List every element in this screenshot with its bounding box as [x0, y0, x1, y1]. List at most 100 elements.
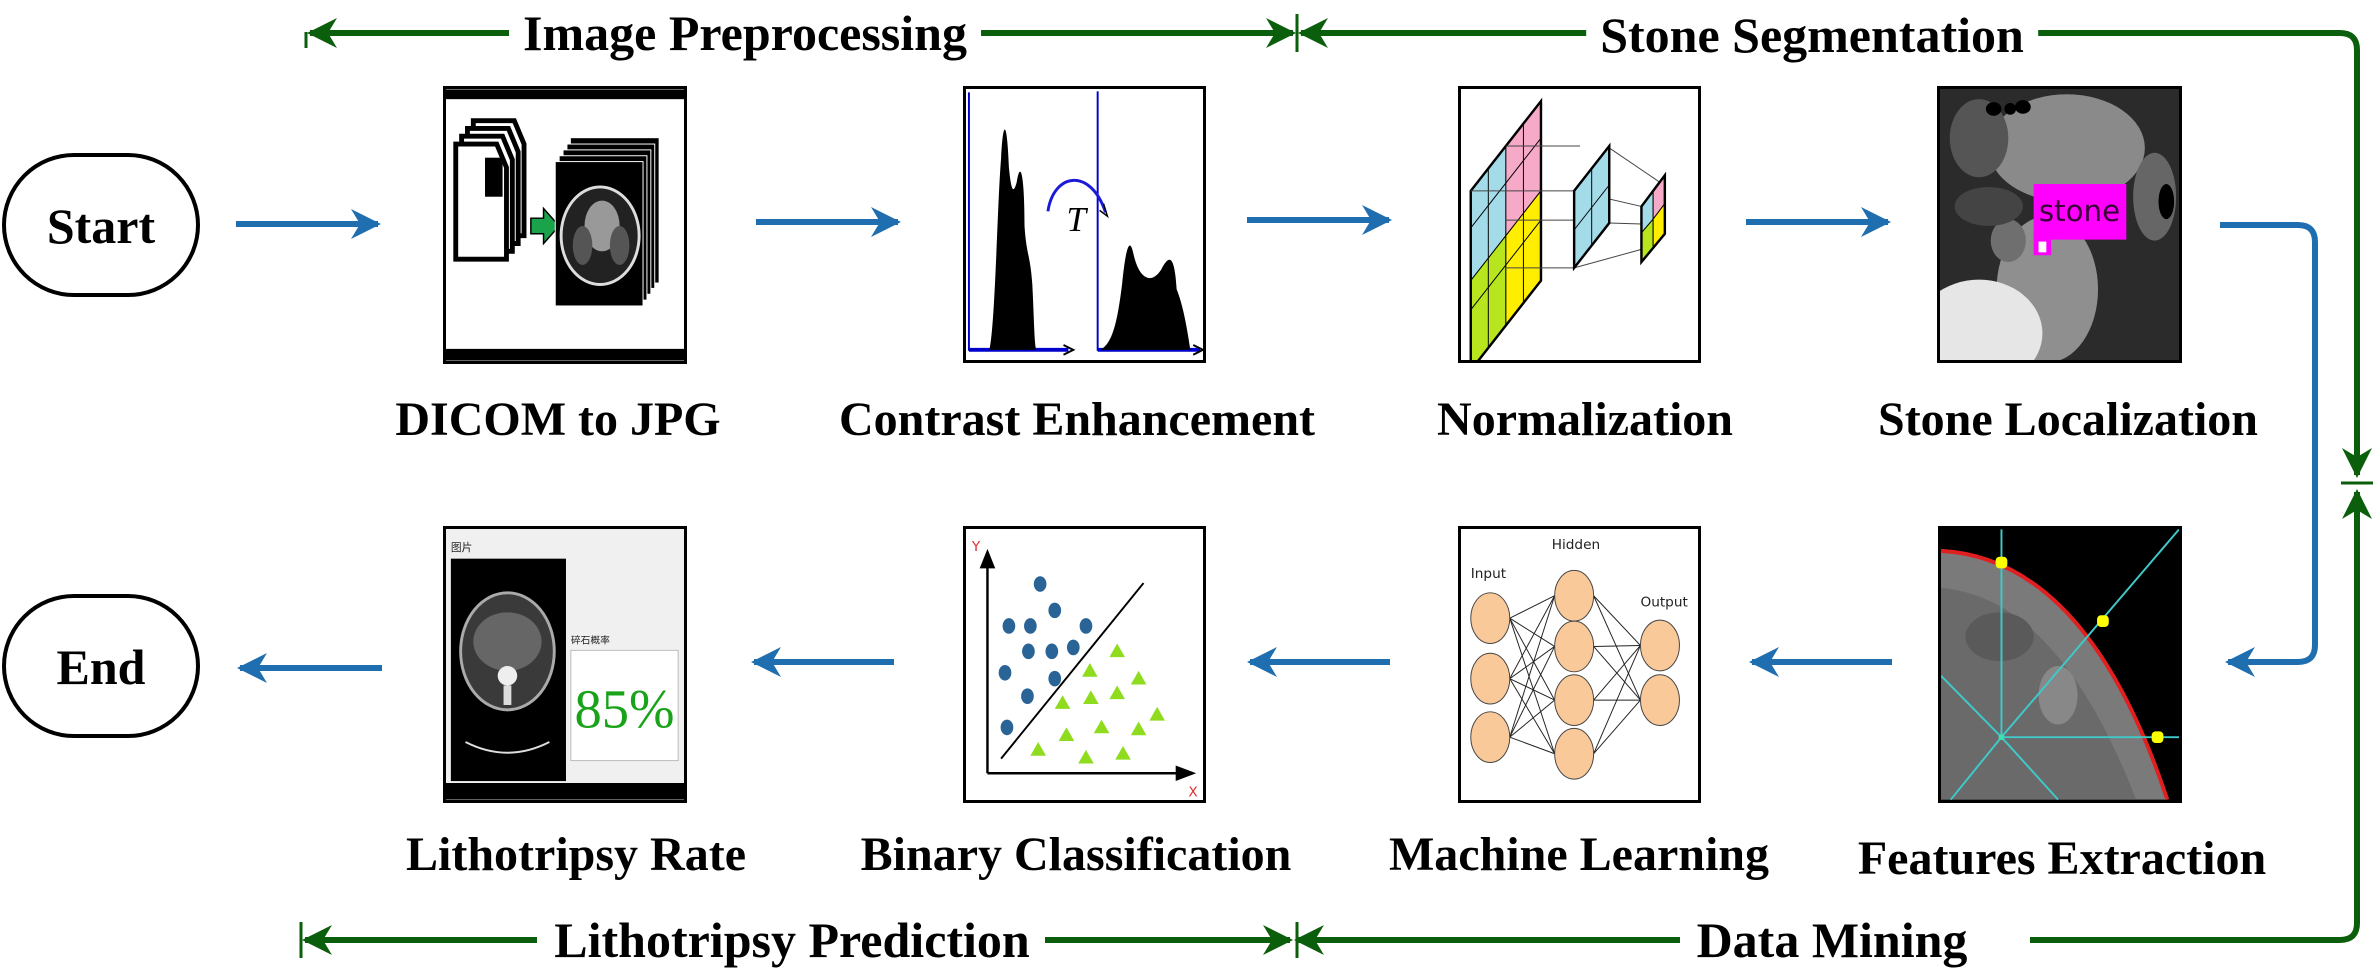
class-a-point — [1000, 719, 1014, 736]
dicom-conversion-illustration — [446, 89, 684, 361]
dicom-file-stack-icon — [453, 118, 527, 262]
stone-tag-box — [2033, 184, 2127, 240]
convert-arrow-icon — [530, 206, 561, 246]
class-a-point — [1002, 618, 1016, 634]
output-node — [1639, 674, 1680, 726]
y-axis-label: Y — [971, 539, 981, 555]
hidden-node — [1554, 569, 1595, 622]
input-node — [1470, 592, 1511, 645]
class-a-point — [1066, 639, 1080, 656]
result-label: 碎石概率 — [571, 634, 610, 647]
class-b-point — [1082, 663, 1098, 677]
feature-point — [2097, 615, 2109, 627]
end-label: End — [56, 639, 146, 695]
class-b-point — [1130, 670, 1147, 685]
class-a-point — [1022, 643, 1035, 660]
nn-edge — [1509, 699, 1555, 738]
nn-edge — [1593, 645, 1641, 701]
class-a-point — [1048, 670, 1062, 687]
transform-symbol: T — [1066, 200, 1088, 239]
step-label-machine-learning: Machine Learning — [1389, 828, 1769, 881]
nn-edge — [1509, 617, 1555, 647]
class-a-point — [1021, 688, 1034, 704]
nn-edge — [1509, 595, 1555, 619]
large-grid-layer — [1469, 97, 1543, 360]
step-label-binary-classification: Binary Classification — [860, 828, 1292, 881]
phase-label-lithotripsy-prediction: Lithotripsy Prediction — [540, 915, 1044, 965]
phase-line-top — [299, 14, 2373, 958]
nn-edge — [1509, 678, 1556, 754]
nn-edge — [1593, 645, 1641, 754]
step-label-normalization: Normalization — [1437, 393, 1733, 446]
stone-marker — [2038, 241, 2047, 253]
hidden-node — [1554, 727, 1595, 780]
class-a-point — [998, 664, 1012, 681]
binary-classification-panel: Y X — [963, 526, 1206, 803]
machine-learning-panel: Input Hidden Output — [1458, 526, 1701, 803]
nn-edge — [1509, 646, 1555, 680]
output-node — [1639, 619, 1680, 672]
nn-edge — [1509, 736, 1555, 755]
phase-label-stone-segmentation: Stone Segmentation — [1586, 10, 2038, 60]
nn-edge — [1509, 595, 1556, 738]
phase-label-image-preprocessing: Image Preprocessing — [509, 8, 981, 58]
hidden-node — [1554, 620, 1595, 673]
class-a-point — [1045, 643, 1059, 660]
nn-edge — [1593, 595, 1641, 701]
normalization-panel — [1458, 86, 1701, 363]
hidden-node — [1554, 674, 1595, 726]
flow-arrow-localization-to-features — [2220, 222, 2318, 677]
nn-edge — [1593, 595, 1641, 646]
class-b-point — [1058, 727, 1075, 742]
neural-network-illustration: Input Hidden Output — [1470, 537, 1688, 780]
hidden-layer-label: Hidden — [1552, 537, 1600, 553]
scatter-illustration: Y X — [971, 539, 1198, 800]
histogram-illustration: T — [967, 91, 1203, 356]
input-node — [1470, 711, 1511, 764]
ct-stone-image: stone — [1940, 89, 2179, 360]
result-value: 85% — [574, 678, 674, 739]
nn-edge — [1509, 617, 1556, 701]
start-terminal — [2, 153, 200, 297]
result-box — [570, 649, 679, 762]
phase-label-data-mining: Data Mining — [1682, 915, 1982, 965]
features-extraction-panel — [1938, 526, 2182, 803]
normalization-illustration — [1469, 97, 1667, 360]
class-b-point — [1109, 685, 1125, 700]
feature-rays-illustration — [1941, 529, 2179, 800]
class-b-point — [1130, 721, 1147, 736]
decision-boundary — [1000, 582, 1145, 760]
phase-arrow-data-mining-right — [2030, 489, 2372, 943]
input-layer-label: Input — [1471, 566, 1507, 582]
contrast-enhancement-panel: T — [963, 86, 1206, 363]
class-b-point — [1078, 749, 1094, 764]
input-node — [1470, 652, 1511, 705]
contour-line — [1941, 548, 2170, 800]
class-b-point — [1115, 745, 1131, 760]
window-title: 图片 — [451, 541, 472, 554]
class-b-point — [1109, 643, 1125, 658]
dicom-to-jpg-panel — [443, 86, 687, 364]
stone-tag-text: stone — [2039, 194, 2120, 228]
flow-arrows — [236, 205, 2318, 683]
nn-edge — [1509, 595, 1556, 679]
step-label-features-extraction: Features Extraction — [1857, 832, 2267, 885]
class-a-point — [1079, 618, 1093, 634]
class-a-point — [1033, 576, 1047, 592]
step-label-stone-localization: Stone Localization — [1878, 393, 2258, 446]
class-b-point — [1054, 695, 1071, 709]
stone-localization-panel: stone — [1937, 86, 2182, 363]
step-label-lithotripsy-rate: Lithotripsy Rate — [406, 828, 746, 881]
x-axis-label: X — [1188, 785, 1197, 800]
step-label-contrast-enhancement: Contrast Enhancement — [839, 393, 1315, 446]
start-label: Start — [46, 198, 156, 254]
class-b-point — [1083, 690, 1099, 704]
jpg-ct-stack-icon — [554, 138, 659, 307]
end-terminal — [2, 594, 200, 738]
step-label-dicom-to-jpg: DICOM to JPG — [395, 393, 721, 446]
transform-arc-icon — [1046, 178, 1107, 213]
nn-edge — [1593, 644, 1641, 647]
lithotripsy-rate-panel: 图片 碎石概率 85% — [443, 526, 687, 803]
class-a-point — [1024, 618, 1037, 634]
medium-grid-layer — [1572, 142, 1611, 272]
